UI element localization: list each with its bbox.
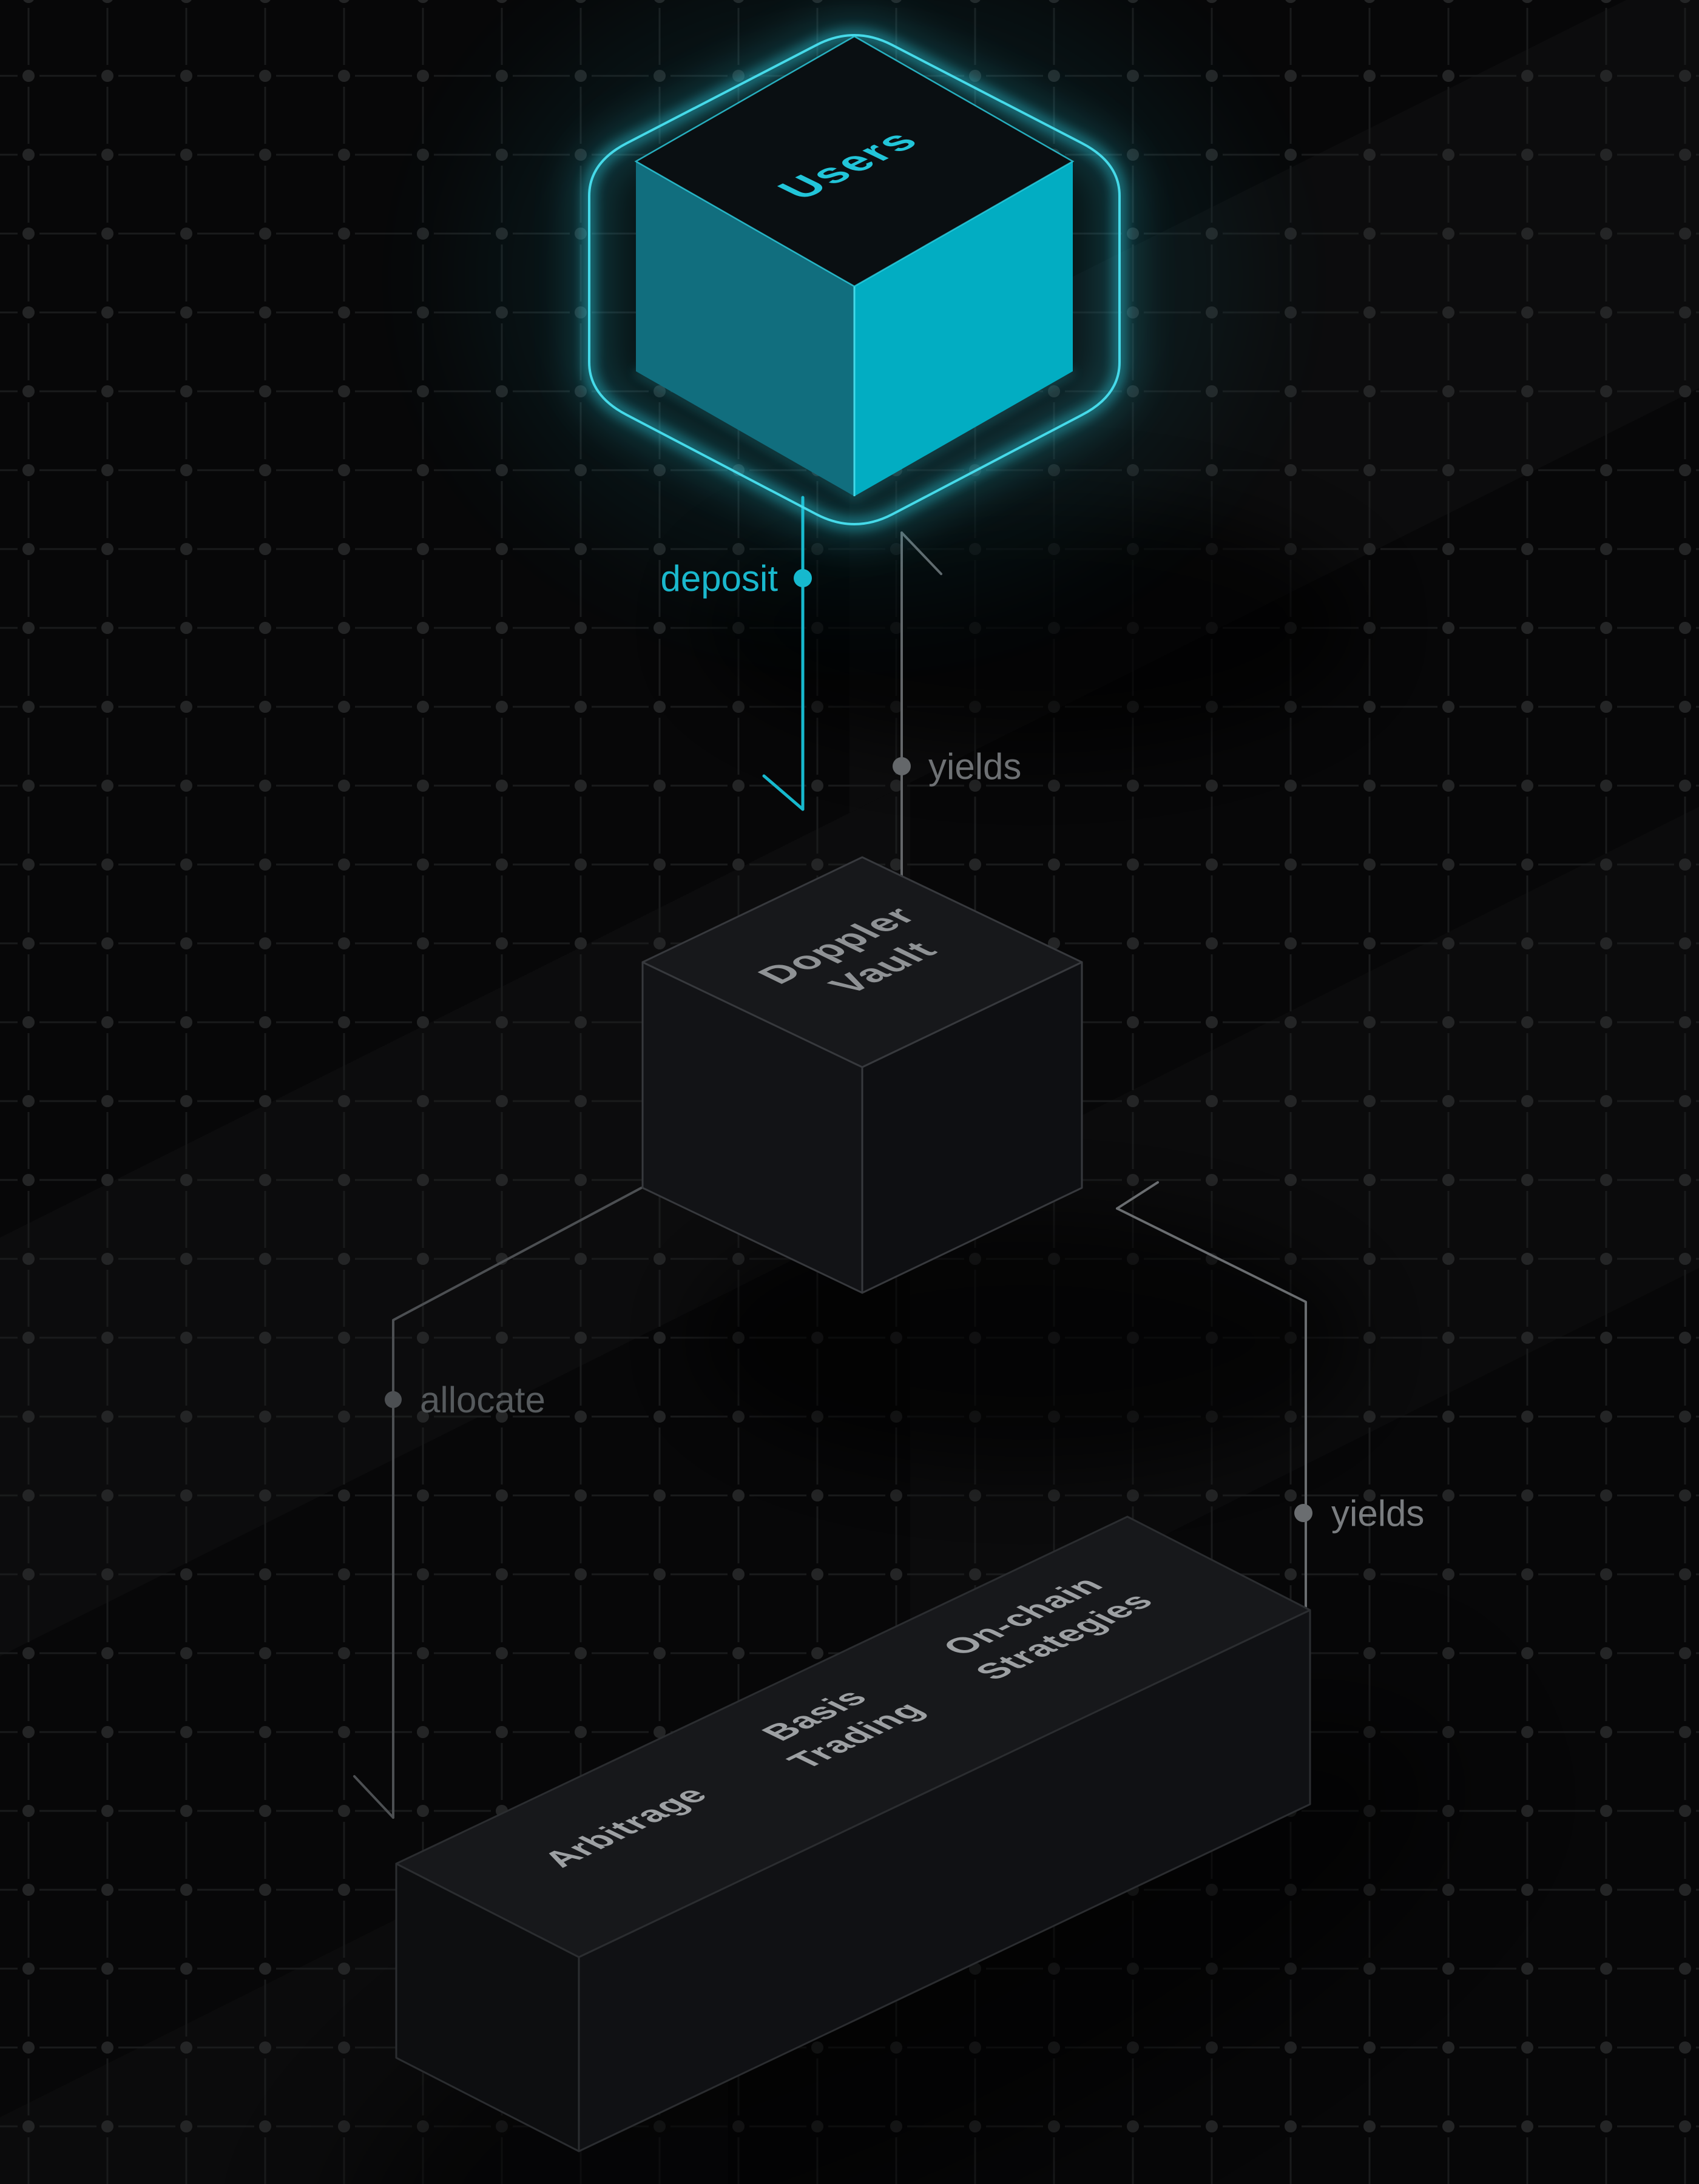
strategies-face-top	[395, 1515, 1311, 1958]
users-glow-outline	[588, 34, 1121, 525]
edge-allocate	[353, 1187, 643, 1819]
node-users: Users	[466, 0, 1243, 595]
users-face-left	[636, 161, 854, 496]
node-strategies	[395, 1515, 1311, 2152]
users-face-top	[634, 35, 1075, 288]
yields-up-label: yields	[928, 746, 1021, 787]
vault-face-top	[641, 856, 1083, 1068]
allocate-arrowhead	[353, 1775, 394, 1819]
users-face-right	[854, 161, 1073, 496]
yields-right-dot	[1294, 1504, 1312, 1522]
allocate-line	[392, 1187, 643, 1819]
deposit-arrowhead	[762, 774, 805, 811]
allocate-label: allocate	[420, 1380, 546, 1420]
node-doppler-vault	[641, 856, 1083, 1294]
yields-right-label: yields	[1331, 1493, 1424, 1534]
yields-right-arrowhead	[1116, 1181, 1159, 1210]
yields-up-dot	[893, 757, 911, 775]
allocate-dot	[385, 1391, 402, 1408]
